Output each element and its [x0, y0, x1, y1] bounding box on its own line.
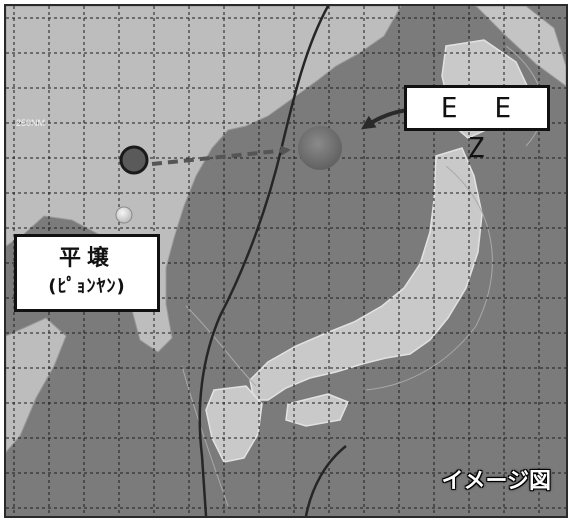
- impact-zone-marker: [298, 126, 342, 170]
- launch-point-marker: [119, 145, 149, 175]
- shikoku-island: [285, 393, 350, 427]
- eez-label: E E Z: [404, 85, 550, 164]
- range-label: 250NM: [16, 118, 46, 128]
- shelf-contour: [181, 45, 544, 507]
- city-label: 平壌 (ﾋﾟｮﾝﾔﾝ): [14, 234, 160, 312]
- city-name: 平壌: [58, 246, 115, 271]
- image-caption: イメージ図: [441, 469, 551, 494]
- city-marker: [115, 206, 133, 224]
- trajectory-dashed-arrow: [151, 145, 291, 166]
- kyushu-island: [205, 385, 263, 463]
- mainland-landmass: [6, 6, 402, 353]
- northern-island: [475, 6, 566, 87]
- eez-boundary-line: [198, 6, 330, 516]
- eez-boundary-south: [304, 445, 347, 516]
- honshu-island: [249, 147, 483, 401]
- city-reading: (ﾋﾟｮﾝﾔﾝ): [48, 276, 126, 297]
